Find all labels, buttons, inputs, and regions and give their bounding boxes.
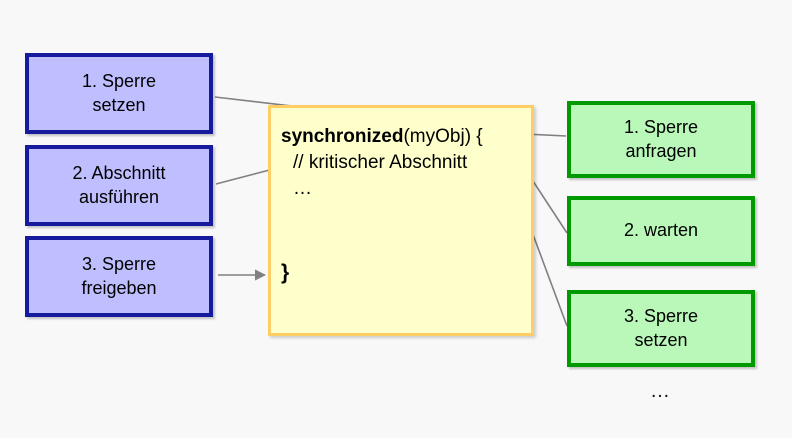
box-lock-request-line2: anfragen <box>625 140 697 161</box>
code-line-ellipsis: … <box>293 177 312 199</box>
code-line-synchronized-args: (myObj) { <box>403 126 483 147</box>
box-lock-acquire-line1: 3. Sperre <box>623 305 699 326</box>
box-wait[interactable]: 2. warten <box>567 196 755 266</box>
box-lock-set[interactable]: 1. Sperre setzen <box>25 53 213 134</box>
code-line-synchronized: synchronized(myObj) { <box>281 124 531 150</box>
box-wait-line1: 2. warten <box>623 220 699 241</box>
box-lock-set-line1: 1. Sperre <box>81 70 157 91</box>
box-execute-section-line1: 2. Abschnitt <box>72 162 166 183</box>
box-lock-request-line1: 1. Sperre <box>623 116 699 137</box>
box-lock-request[interactable]: 1. Sperre anfragen <box>567 101 755 178</box>
box-lock-release[interactable]: 3. Sperre freigeben <box>25 236 213 317</box>
code-line-close-brace: } <box>281 261 290 285</box>
box-execute-section-line2: ausführen <box>78 186 160 207</box>
box-lock-release-line1: 3. Sperre <box>81 253 157 274</box>
right-column-continuation: … <box>650 380 673 402</box>
box-lock-release-line2: freigeben <box>81 277 157 298</box>
code-block[interactable]: synchronized(myObj) { // kritischer Absc… <box>268 105 534 336</box>
box-lock-acquire-line2: setzen <box>634 329 688 350</box>
box-lock-set-line2: setzen <box>92 94 146 115</box>
box-lock-acquire[interactable]: 3. Sperre setzen <box>567 290 755 367</box>
code-spacer <box>281 201 531 259</box>
keyword-synchronized: synchronized <box>281 126 404 147</box>
box-execute-section[interactable]: 2. Abschnitt ausführen <box>25 145 213 226</box>
code-line-comment: // kritischer Abschnitt <box>293 151 468 173</box>
